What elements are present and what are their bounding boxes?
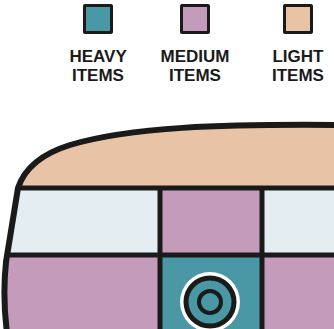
legend-swatch [283,4,313,34]
legend-item: LIGHT ITEMS [272,4,324,85]
caravan-outline [4,125,334,329]
legend-swatch [83,4,113,34]
legend-text: MEDIUM ITEMS [161,47,230,85]
legend-text: LIGHT ITEMS [272,47,324,85]
legend-swatch [180,4,210,34]
legend-item: MEDIUM ITEMS [161,4,230,85]
wheel-arch [180,272,240,329]
legend-text: HEAVY ITEMS [69,47,126,85]
legend-item: HEAVY ITEMS [69,4,126,85]
wheel-hub [199,291,221,313]
wheel [186,278,234,326]
